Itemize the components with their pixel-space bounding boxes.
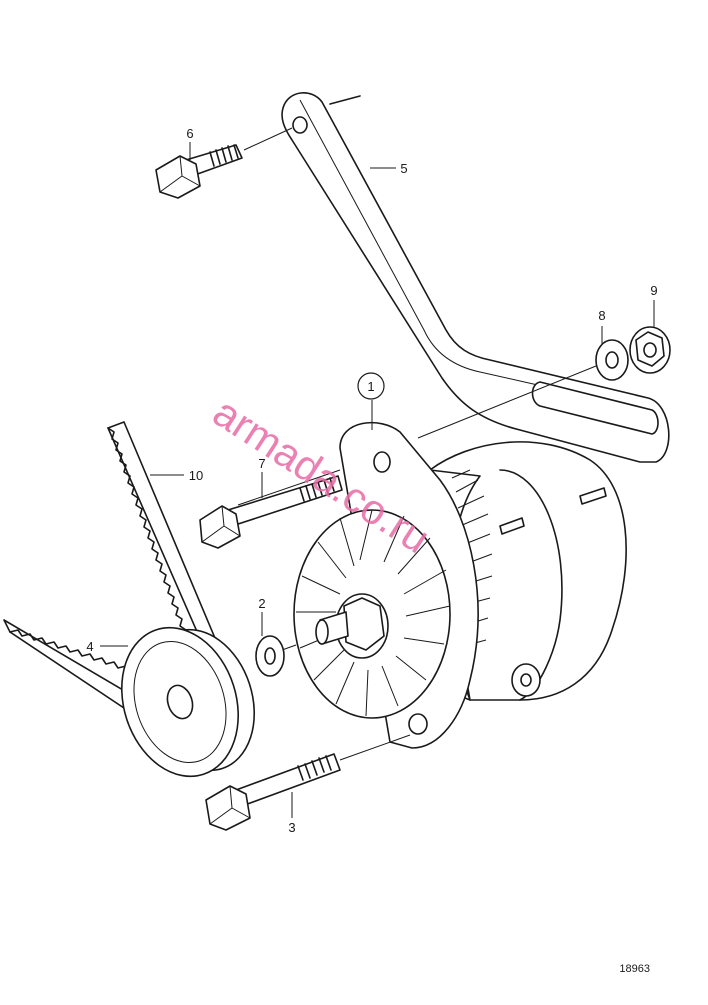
axis-line-upper	[417, 365, 597, 439]
alternator	[293, 421, 627, 749]
washer-left	[255, 635, 285, 677]
part-label-9: 9	[650, 283, 657, 298]
part-label-2: 2	[258, 596, 265, 611]
part-label-8: 8	[598, 308, 605, 323]
part-label-10: 10	[189, 468, 203, 483]
bolt-lower	[205, 753, 341, 831]
drawing-number: 18963	[619, 963, 650, 975]
axis-line-bolt7	[237, 469, 341, 506]
callout-1: 1	[357, 372, 385, 400]
pulley	[120, 626, 256, 778]
leader-lines	[100, 142, 655, 818]
part-label-6: 6	[186, 126, 193, 141]
tension-bracket	[281, 92, 670, 463]
bolt-middle	[199, 475, 343, 549]
part-label-7: 7	[258, 456, 265, 471]
bolt-upper	[155, 127, 293, 199]
part-label-3: 3	[288, 820, 295, 835]
part-label-1: 1	[367, 379, 374, 394]
axis-line-washer	[281, 644, 297, 651]
part-label-4: 4	[86, 639, 93, 654]
washer-right	[595, 339, 629, 381]
axis-line-bolt3	[339, 734, 411, 761]
fan	[293, 509, 451, 719]
part-label-5: 5	[400, 161, 407, 176]
nut-right	[629, 326, 671, 374]
